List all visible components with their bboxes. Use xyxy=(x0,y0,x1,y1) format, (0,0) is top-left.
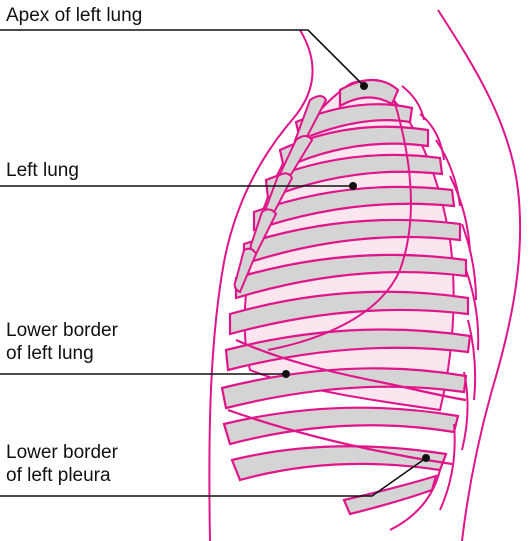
label-lower-border-of-left-lung-line1: Lower border xyxy=(6,319,118,342)
dot-apex xyxy=(360,82,368,90)
label-lower-border-of-left-lung-line2: of left lung xyxy=(6,342,118,365)
label-apex-of-left-lung: Apex of left lung xyxy=(6,4,142,27)
rib-13 xyxy=(344,476,436,514)
dot-lower-border-lung xyxy=(282,370,290,378)
leader-apex xyxy=(0,30,364,86)
dot-left-lung xyxy=(349,182,357,190)
label-lower-border-of-left-pleura: Lower border of left pleura xyxy=(6,441,118,487)
label-lower-border-of-left-pleura-line1: Lower border xyxy=(6,441,118,464)
rib-12 xyxy=(232,446,446,480)
dot-lower-border-pleura xyxy=(422,454,430,462)
rib-11 xyxy=(224,408,458,444)
label-lower-border-of-left-lung: Lower border of left lung xyxy=(6,319,118,365)
label-lower-border-of-left-pleura-line2: of left pleura xyxy=(6,464,118,487)
label-left-lung: Left lung xyxy=(6,159,79,182)
